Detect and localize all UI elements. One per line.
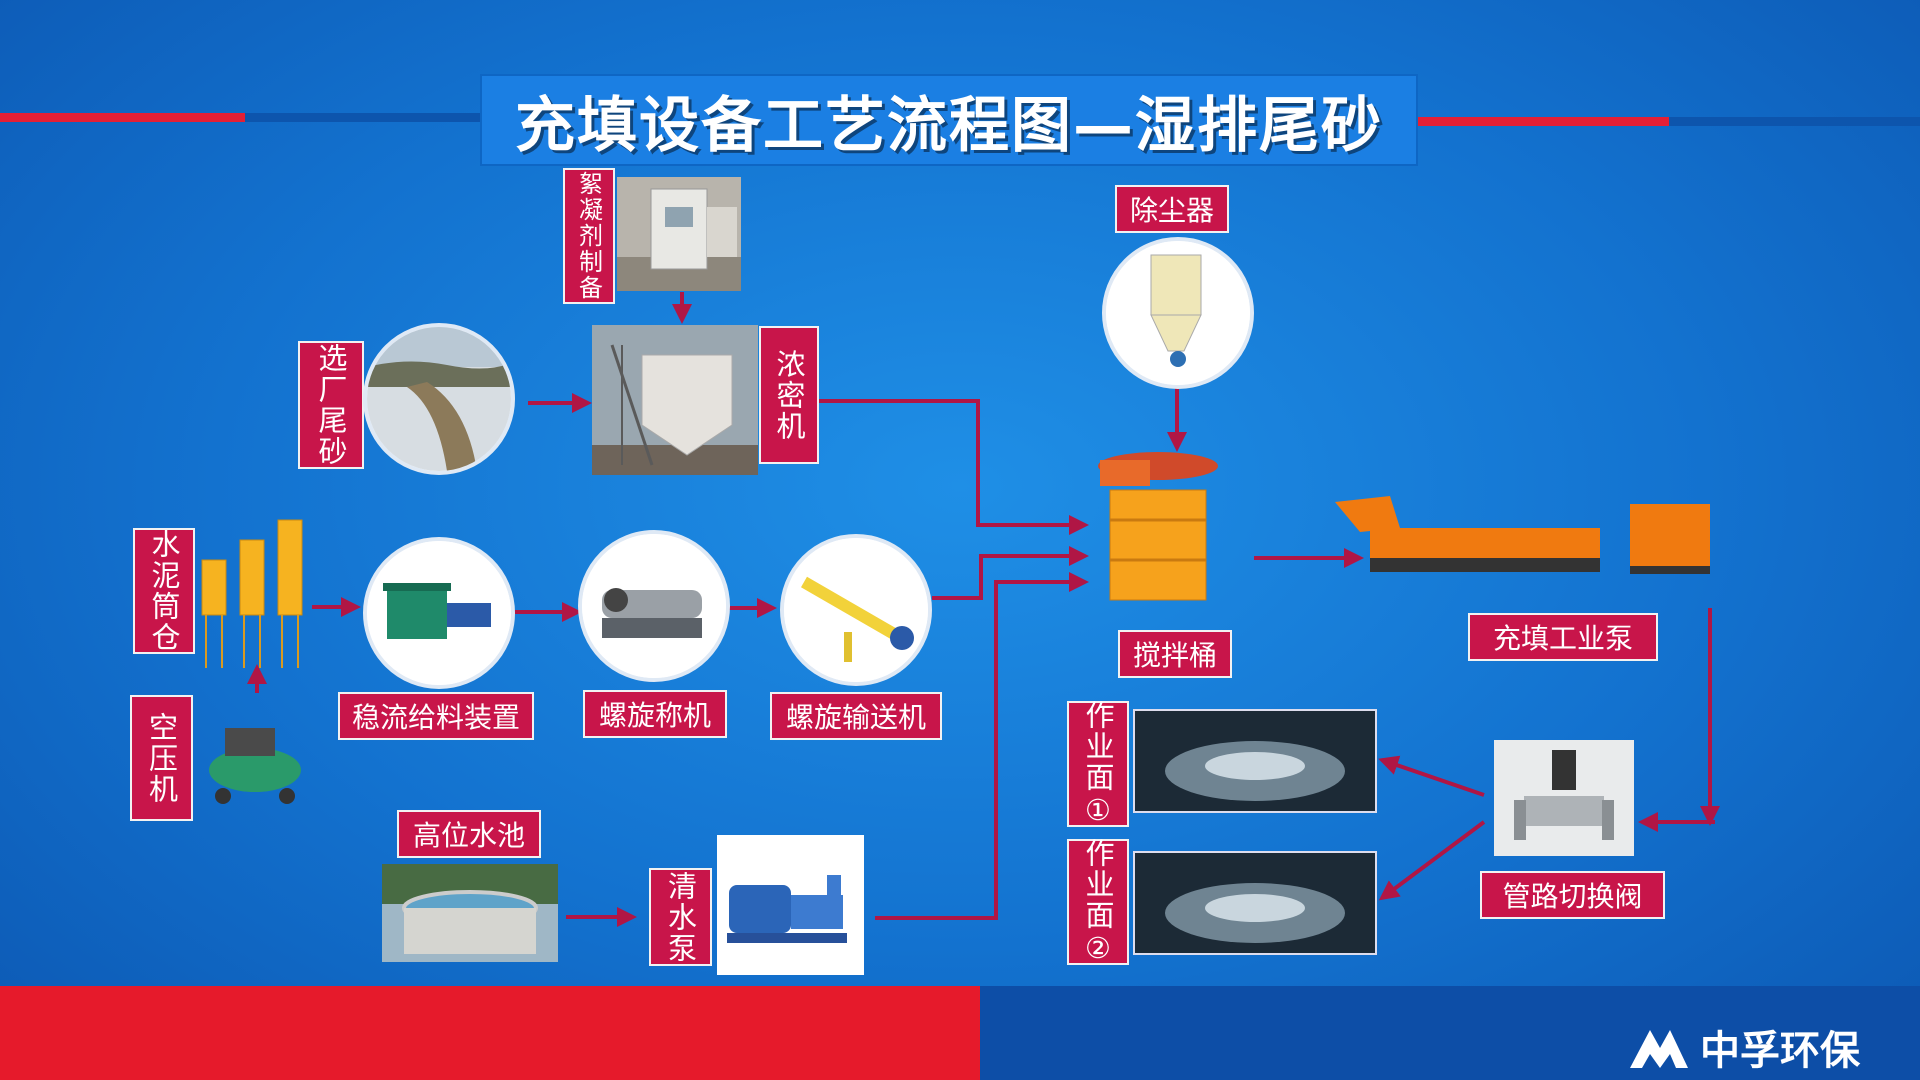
footer-blue-bar: [980, 986, 1920, 1080]
screw-conveyor-image: [780, 534, 932, 686]
screw-scale-image: [578, 530, 730, 682]
brand-logo: 中孚环保: [1628, 1018, 1860, 1076]
title-rule-right-blue: [1669, 117, 1920, 126]
arrow-valve-face1: [1378, 755, 1485, 797]
arrow-thickener-mixer: [818, 399, 1089, 535]
title-rule-left-red: [0, 113, 245, 122]
brand-name: 中孚环保: [1700, 1028, 1860, 1074]
arrow-waterpump-mixer: [875, 572, 1089, 920]
label-flocculant: 絮凝剂制备: [563, 168, 615, 304]
label-industrial-pump: 充填工业泵: [1468, 613, 1658, 661]
label-compressor: 空压机: [130, 695, 193, 821]
industrial-pump-image: [1330, 488, 1710, 588]
label-cement-silo: 水泥筒仓: [133, 528, 195, 654]
label-work-face-1: 作业面①: [1067, 700, 1129, 829]
arrow-conveyor-mixer: [932, 546, 1089, 600]
work-face-2-image: [1133, 851, 1377, 955]
label-screw-conveyor: 螺旋输送机: [770, 692, 942, 740]
label-mixer: 搅拌桶: [1118, 630, 1232, 678]
tailings-image: [363, 323, 515, 475]
dust-collector-image: [1102, 237, 1254, 389]
label-screw-scale: 螺旋称机: [583, 690, 727, 738]
switch-valve-image: [1494, 740, 1634, 856]
label-switch-valve: 管路切换阀: [1480, 871, 1665, 919]
thickener-image: [592, 325, 758, 475]
label-thickener: 浓密机: [759, 326, 819, 464]
page-title: 充填设备工艺流程图—湿排尾砂: [515, 90, 1383, 161]
cement-silo-image: [198, 510, 310, 670]
title-rule-left-blue: [245, 113, 480, 122]
title-rule-right-red: [1414, 117, 1669, 126]
label-work-face-2: 作业面②: [1067, 838, 1129, 967]
title-banner: 充填设备工艺流程图—湿排尾砂: [480, 74, 1418, 166]
feeder-image: [363, 537, 515, 689]
footer-red-bar: [0, 986, 980, 1080]
label-tailings: 选厂尾砂: [298, 341, 364, 469]
work-face-1-image: [1133, 709, 1377, 813]
arrow-valve-face2: [1378, 820, 1486, 901]
mixer-image: [1090, 440, 1226, 610]
water-pool-image: [382, 864, 558, 962]
compressor-image: [205, 708, 305, 808]
brand-mark-icon: [1630, 1030, 1688, 1068]
label-water-pump: 清水泵: [649, 868, 712, 966]
water-pump-image: [717, 835, 864, 975]
label-water-pool: 高位水池: [397, 810, 541, 858]
label-dust-collector: 除尘器: [1115, 185, 1229, 233]
flocculant-equipment-image: [617, 177, 741, 291]
label-feeder: 稳流给料装置: [338, 692, 534, 740]
